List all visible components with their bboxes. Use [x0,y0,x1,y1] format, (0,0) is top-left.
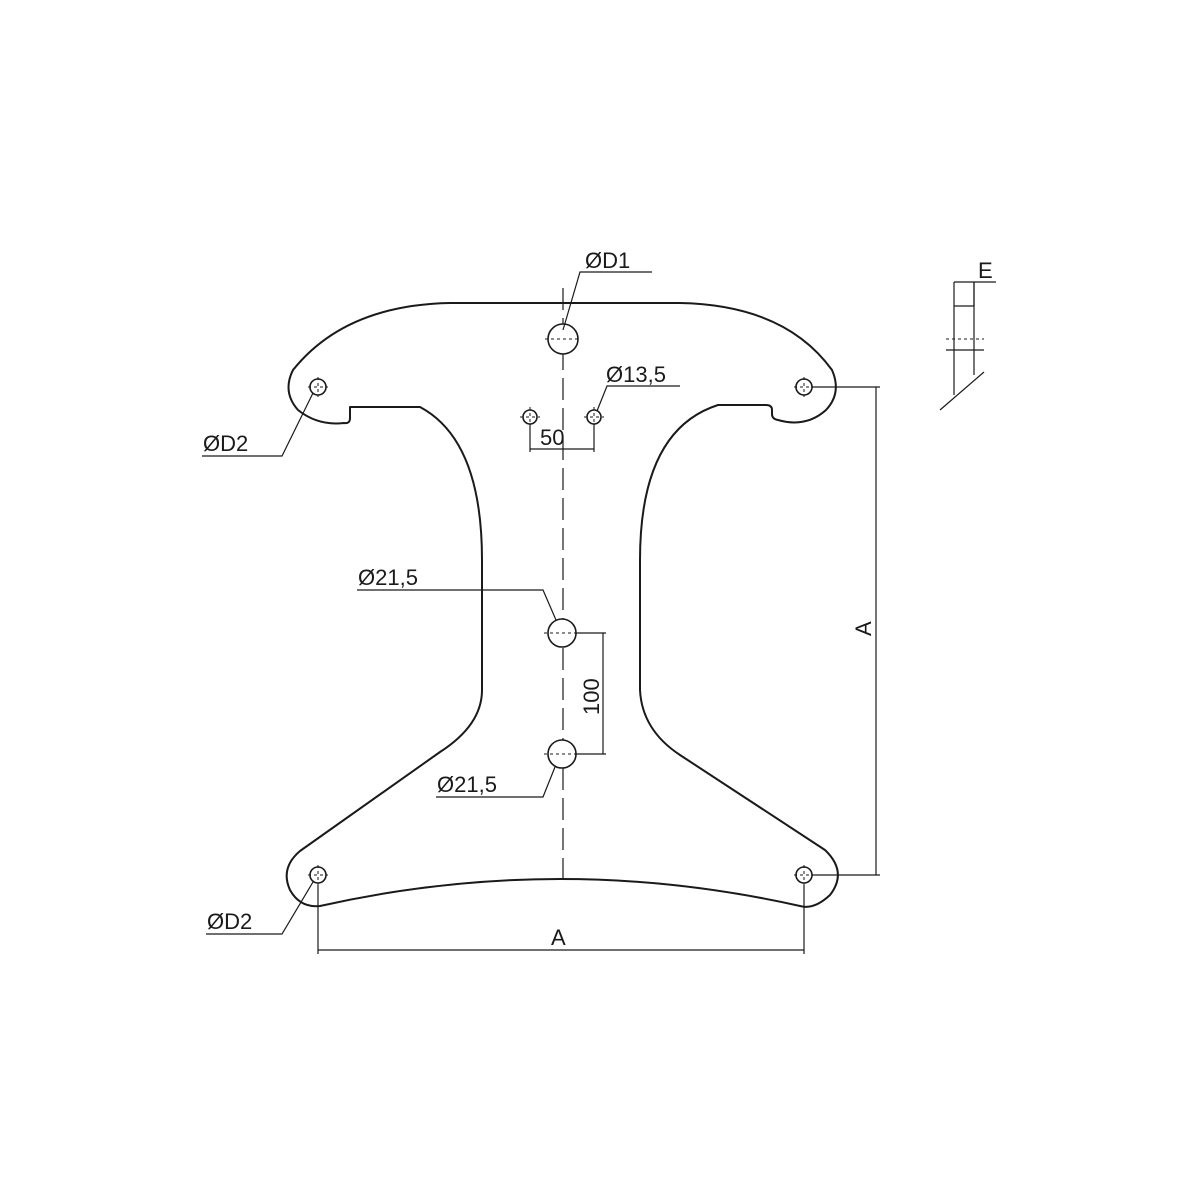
label-d21-lower: Ø21,5 [437,772,497,797]
thickness-side-view [939,281,996,411]
leader-d2-top [202,392,314,457]
hole-d2-bottom-left [308,865,328,885]
hole-d2-bottom-right [794,865,814,885]
hole-d2-top-left [308,377,328,397]
label-d21-upper: Ø21,5 [358,565,418,590]
hole-d2-top-right [794,377,814,397]
leader-d21-upper [357,589,557,621]
label-spacing-50: 50 [540,425,564,450]
hole-d21-lower [544,739,580,769]
label-thickness-e: E [978,258,993,283]
leader-d1 [562,271,652,331]
hole-d21-upper [544,618,580,648]
label-d2-bottom: ØD2 [207,909,252,934]
leader-d2-bottom [206,881,314,935]
plate-outline [285,302,839,908]
label-d1: ØD1 [585,248,630,273]
leader-d21-lower [436,766,556,798]
label-dim-a-horizontal: A [551,925,566,950]
hole-d1 [545,323,581,355]
label-dim-a-vertical: A [851,621,876,636]
label-spacing-100: 100 [579,678,604,715]
label-d2-top: ØD2 [203,431,248,456]
label-d13: Ø13,5 [606,362,666,387]
leader-d13 [596,385,680,412]
